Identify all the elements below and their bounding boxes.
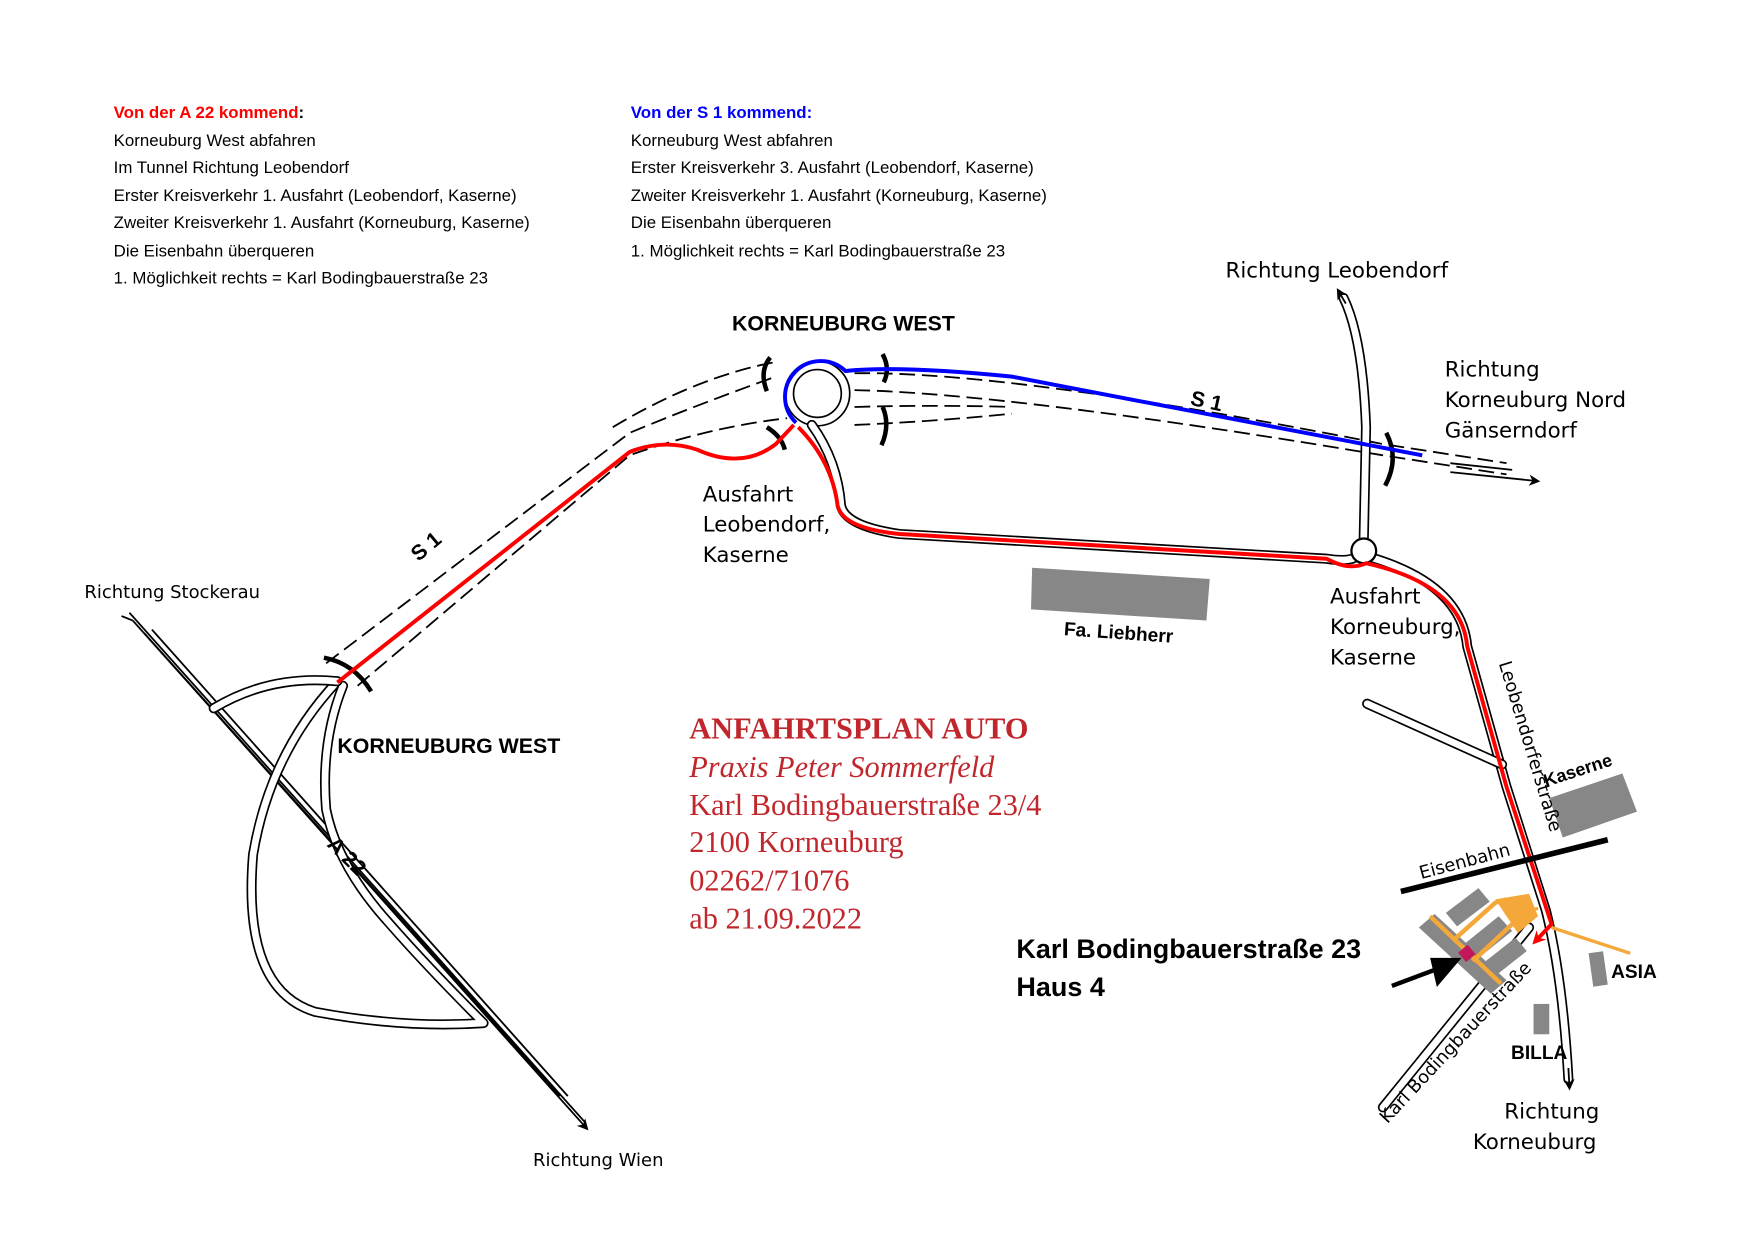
tunnel-markers — [323, 353, 1395, 693]
label-korneuburg-west: KORNEUBURG WEST — [732, 312, 955, 336]
svg-text:Von der A 22 kommend:: Von der A 22 kommend: — [114, 103, 304, 122]
label-s1: S 1 — [406, 527, 446, 566]
step: 1. Möglichkeit rechts = Karl Bodingbauer… — [631, 241, 1005, 260]
liebherr-building — [1031, 567, 1210, 621]
practice-buildings — [1418, 888, 1631, 994]
label-korneuburg-west: KORNEUBURG WEST — [337, 734, 560, 758]
step: Korneuburg West abfahren — [114, 131, 316, 150]
destination-arrow — [1391, 966, 1438, 989]
label-richtung-stockerau: Richtung Stockerau — [84, 582, 260, 603]
valid-from: ab 21.09.2022 — [689, 902, 862, 936]
phone: 02262/71076 — [689, 863, 849, 897]
step: Zweiter Kreisverkehr 1. Ausfahrt (Korneu… — [631, 186, 1047, 205]
label-liebherr: Fa. Liebherr — [1063, 619, 1174, 648]
step: Korneuburg West abfahren — [631, 131, 833, 150]
step: Zweiter Kreisverkehr 1. Ausfahrt (Korneu… — [114, 213, 530, 232]
title-block: ANFAHRTSPLAN AUTO Praxis Peter Sommerfel… — [688, 712, 1041, 936]
route-s1 — [783, 359, 1423, 458]
map-title: ANFAHRTSPLAN AUTO — [689, 712, 1028, 746]
instructions-a22-heading: Von der A 22 kommend — [114, 103, 299, 122]
asia-building — [1588, 951, 1608, 987]
label-ausfahrt-leobendorf: Ausfahrt Leobendorf, Kaserne — [703, 482, 837, 568]
label-richtung-wien: Richtung Wien — [533, 1150, 664, 1171]
route-a22 — [336, 423, 1554, 942]
step: Die Eisenbahn überqueren — [114, 241, 315, 260]
s1-expressway — [325, 361, 1541, 687]
instructions-a22: Von der A 22 kommend: Korneuburg West ab… — [114, 103, 530, 287]
label-leobendorferstrasse: Leobendorferstraße — [1494, 659, 1566, 835]
label-asia: ASIA — [1611, 962, 1657, 983]
practice-name: Praxis Peter Sommerfeld — [688, 750, 995, 784]
step: Die Eisenbahn überqueren — [631, 213, 832, 232]
step: Erster Kreisverkehr 1. Ausfahrt (Leobend… — [114, 186, 517, 205]
kaserne-building — [1549, 773, 1637, 838]
label-ausfahrt-korneuburg: Ausfahrt Korneuburg, Kaserne — [1330, 585, 1467, 671]
label-billa: BILLA — [1511, 1043, 1567, 1064]
step: Im Tunnel Richtung Leobendorf — [114, 158, 350, 177]
address-city: 2100 Korneuburg — [689, 825, 903, 859]
heading-colon: : — [299, 103, 305, 122]
billa-building — [1533, 1003, 1550, 1035]
label-richtung-nord: Richtung Korneuburg Nord Gänserndorf — [1445, 358, 1633, 444]
label-richtung-korneuburg: Richtung Korneuburg — [1473, 1100, 1606, 1155]
step: 1. Möglichkeit rechts = Karl Bodingbauer… — [114, 268, 488, 287]
target-entrance — [1458, 944, 1476, 963]
label-richtung-leobendorf: Richtung Leobendorf — [1226, 259, 1449, 284]
instructions-s1: Von der S 1 kommend: Korneuburg West abf… — [631, 103, 1047, 260]
instructions-s1-heading: Von der S 1 kommend: — [631, 103, 812, 122]
roundabout-2 — [1350, 537, 1378, 565]
railway — [1400, 837, 1609, 895]
a22-motorway — [121, 612, 589, 1131]
address-street: Karl Bodingbauerstraße 23/4 — [689, 788, 1041, 822]
destination-label: Karl Bodingbauerstraße 23 Haus 4 — [1016, 934, 1368, 1002]
step: Erster Kreisverkehr 3. Ausfahrt (Leobend… — [631, 158, 1034, 177]
local-roads — [806, 288, 1575, 1113]
